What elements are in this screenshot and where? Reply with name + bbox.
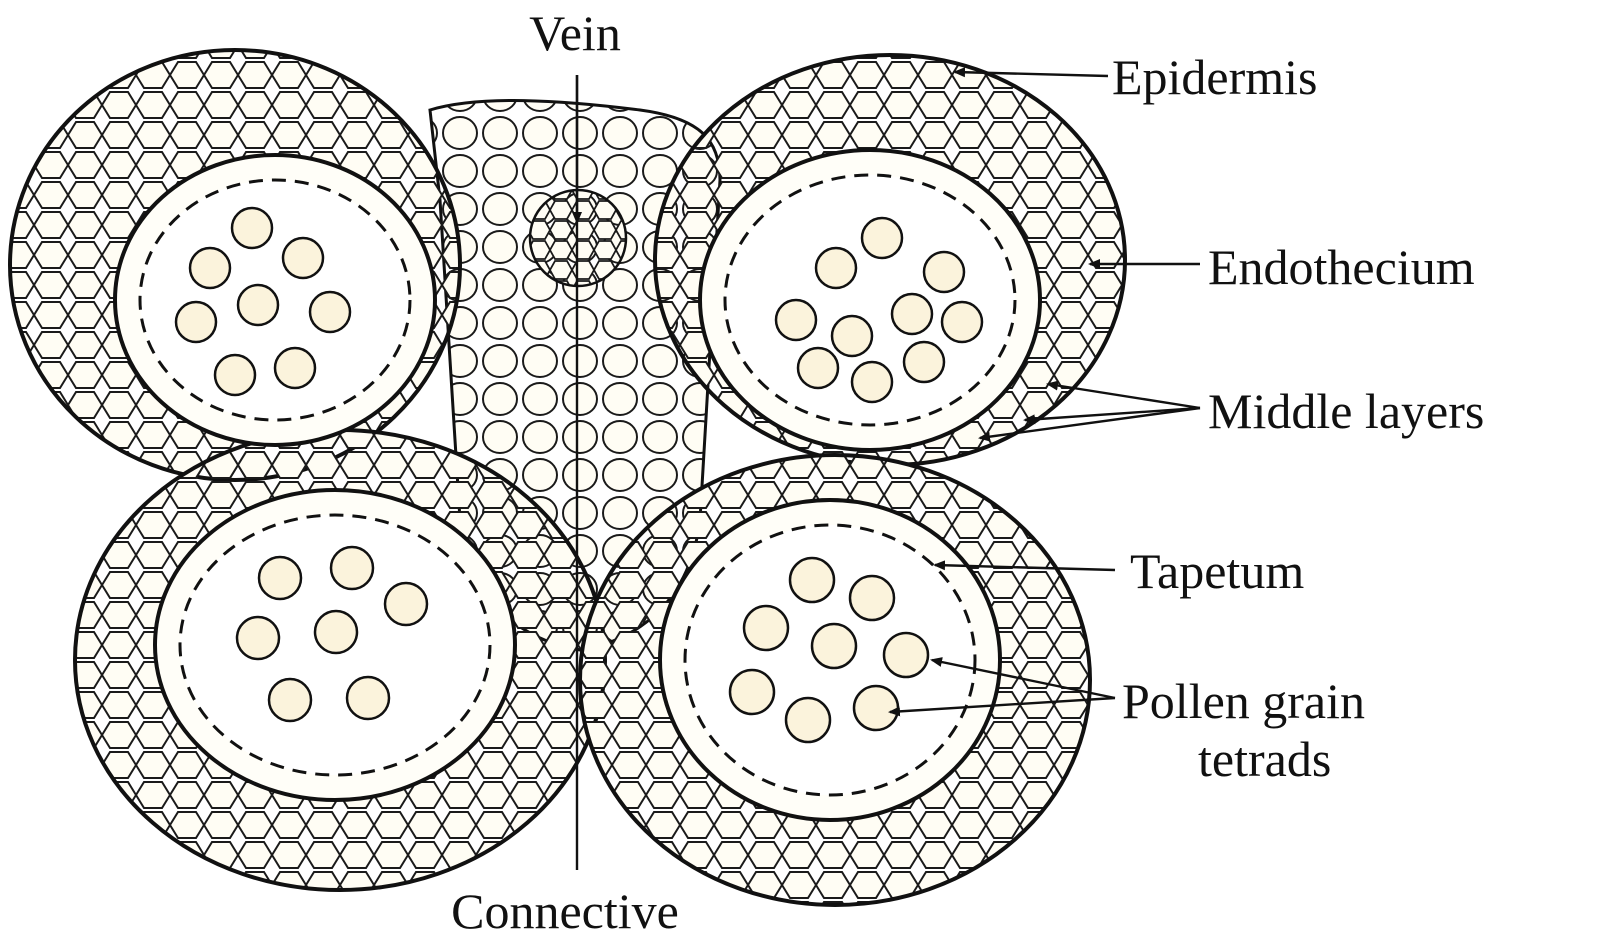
label-vein: Vein bbox=[529, 5, 621, 61]
label-pollen-line2: tetrads bbox=[1198, 731, 1331, 787]
locule-upper-left bbox=[115, 155, 435, 445]
locule-lower-right bbox=[660, 500, 1000, 820]
label-endothecium: Endothecium bbox=[1208, 239, 1475, 295]
label-connective: Connective bbox=[451, 883, 679, 939]
label-pollen-line1: Pollen grain bbox=[1122, 673, 1365, 729]
label-epidermis: Epidermis bbox=[1112, 49, 1318, 105]
label-tapetum: Tapetum bbox=[1130, 543, 1304, 599]
label-middle-layers: Middle layers bbox=[1208, 383, 1484, 439]
locule-lower-left bbox=[155, 490, 515, 800]
locule-upper-right bbox=[700, 150, 1040, 450]
middle-layers-leader-1 bbox=[1048, 384, 1200, 408]
